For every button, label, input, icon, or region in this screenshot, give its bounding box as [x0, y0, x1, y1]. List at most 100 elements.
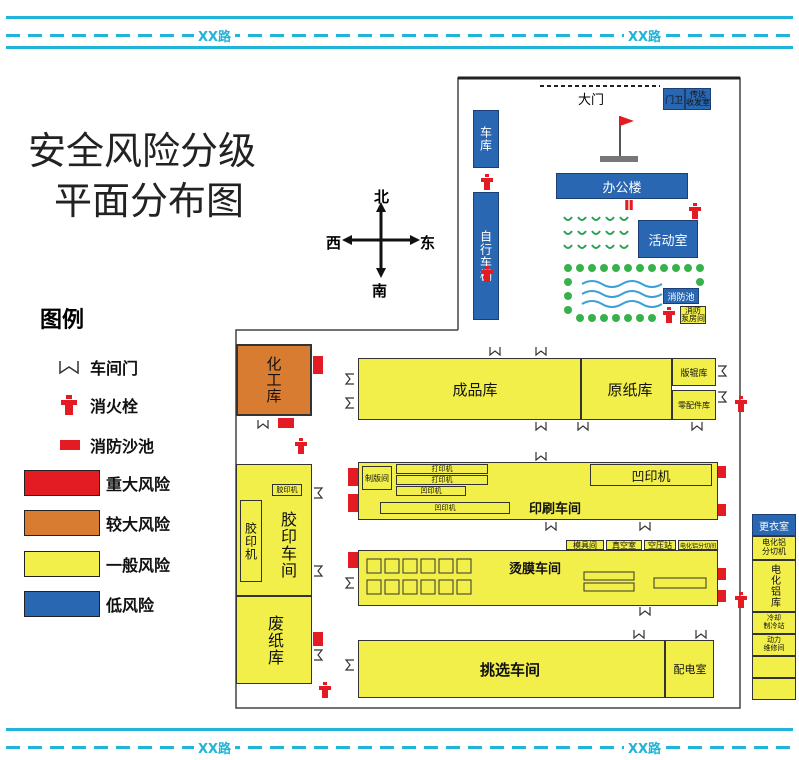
major-swatch — [24, 470, 100, 496]
mold-room: 模具间 — [566, 540, 604, 550]
title-line2: 平面分布图 — [54, 179, 245, 223]
divider — [580, 358, 582, 420]
road-top-dash — [6, 34, 793, 37]
power-distribution-room: 配电室 — [673, 663, 707, 676]
door-icon — [59, 361, 79, 375]
bike-shed: 自行车棚 — [473, 192, 499, 320]
road-bottom-label-1: XX路 — [194, 738, 236, 757]
fire-pump-room: 消防 泵房间 — [680, 306, 706, 324]
hydrant-icon — [318, 682, 332, 698]
hydrant-icon — [624, 200, 634, 210]
power-repair-room: 动力 维修间 — [752, 634, 796, 656]
road-bottom-line — [6, 728, 793, 731]
legend-major: 重大风险 — [24, 470, 170, 496]
spare-parts-store: 零配件库 — [672, 390, 716, 420]
east-block — [752, 656, 796, 678]
garden-icon — [564, 264, 704, 322]
offset-workshop-label: 胶印车间 — [278, 511, 297, 579]
raw-paper-store: 原纸库 — [607, 380, 653, 399]
title-line1: 安全风险分级 — [28, 129, 257, 173]
legend-hydrant-label: 消火栓 — [90, 397, 139, 416]
guard-room: 门卫 — [663, 88, 685, 110]
compass-east: 东 — [420, 234, 436, 252]
offset-press: 胶印机 — [240, 500, 262, 582]
offset-press-small: 胶印机 — [272, 484, 302, 496]
hydrant-icon — [61, 395, 77, 415]
cooling-station: 冷却 制冷站 — [752, 612, 796, 634]
gate-label: 大门 — [578, 93, 605, 108]
legend-door-label: 车间门 — [90, 359, 139, 378]
legend-higher-label: 较大风险 — [106, 515, 171, 534]
sandpit-icon — [278, 418, 294, 428]
road-bottom-dash — [6, 746, 793, 749]
legend-major-label: 重大风险 — [106, 475, 171, 494]
sandpit-icon — [718, 504, 726, 516]
legend-sandpit-label: 消防沙池 — [90, 437, 155, 456]
foil-store: 电化铝库 — [752, 560, 796, 612]
fire-pool: 消防池 — [663, 288, 699, 304]
legend-higher: 较大风险 — [24, 510, 170, 536]
office-building: 办公楼 — [556, 173, 688, 199]
changing-room: 更衣室 — [752, 514, 796, 536]
east-block — [752, 678, 796, 700]
hydrant-icon — [480, 174, 494, 190]
machine-grid-icon — [366, 558, 472, 595]
chemical-store: 化工库 — [236, 344, 312, 416]
sandpit-icon — [313, 632, 323, 646]
legend-low: 低风险 — [24, 591, 154, 617]
compass-icon — [342, 202, 420, 278]
sorting-workshop — [358, 640, 714, 698]
hydrant-icon — [662, 307, 676, 323]
hydrant-icon — [480, 266, 494, 282]
compass-west: 西 — [326, 234, 342, 252]
laminator-machines-icon — [583, 571, 707, 592]
legend-heading: 图例 — [40, 308, 85, 333]
road-bottom-label-2: XX路 — [624, 738, 666, 757]
road-top-line — [6, 16, 793, 19]
vacuum-room: 真空室 — [606, 540, 642, 550]
general-swatch — [24, 551, 100, 577]
foil-cutting-machine: 电化铝 分切机 — [752, 536, 796, 560]
road-top-line-2 — [6, 46, 793, 49]
sorting-workshop-label: 挑选车间 — [479, 660, 540, 679]
flag-icon — [600, 116, 638, 162]
printer-2: 打印机 — [396, 475, 488, 485]
finished-goods-store: 成品库 — [452, 380, 498, 399]
store-row — [358, 358, 672, 420]
hydrant-icon — [734, 396, 748, 412]
hydrant-icon — [734, 592, 748, 608]
divider — [664, 640, 666, 698]
sandpit-icon — [313, 356, 323, 374]
low-swatch — [24, 591, 100, 617]
legend-door: 车间门 — [24, 355, 138, 379]
legend-hydrant: 消火栓 — [24, 393, 138, 417]
legend-general-label: 一般风险 — [106, 556, 171, 575]
air-compressor-room: 空压站 — [644, 540, 676, 550]
sandpit-icon — [718, 590, 726, 602]
sandpit-icon — [348, 552, 358, 568]
activity-room: 活动室 — [638, 220, 698, 258]
compass-north: 北 — [374, 188, 390, 206]
sandpit-icon — [718, 466, 726, 478]
waste-paper-store: 废纸库 — [236, 596, 312, 684]
hydrant-icon — [294, 438, 308, 454]
printing-workshop-label: 印刷车间 — [528, 501, 581, 517]
sandpit-icon — [348, 468, 358, 486]
gravure-press-4: 凹印机 — [380, 502, 510, 514]
guard-office: 传达 收发室 — [685, 88, 711, 110]
laminating-workshop-label: 烫膜车间 — [508, 561, 561, 577]
compass-south: 南 — [372, 282, 388, 300]
garage: 车库 — [473, 110, 499, 168]
higher-swatch — [24, 510, 100, 536]
foil-cutting-room: 电化铝分切间 — [678, 540, 718, 550]
road-top-label-1: XX路 — [194, 26, 236, 45]
greenery-icon — [563, 216, 629, 249]
sandpit-icon — [718, 568, 726, 580]
road-top-label-2: XX路 — [624, 26, 666, 45]
gravure-press-3: 凹印机 — [396, 486, 466, 496]
sandpit-icon — [60, 440, 80, 450]
legend-general: 一般风险 — [24, 551, 170, 577]
gravure-press: 凹印机 — [590, 464, 712, 486]
plate-roll-store: 版辊库 — [672, 358, 716, 386]
hydrant-icon — [688, 203, 702, 219]
